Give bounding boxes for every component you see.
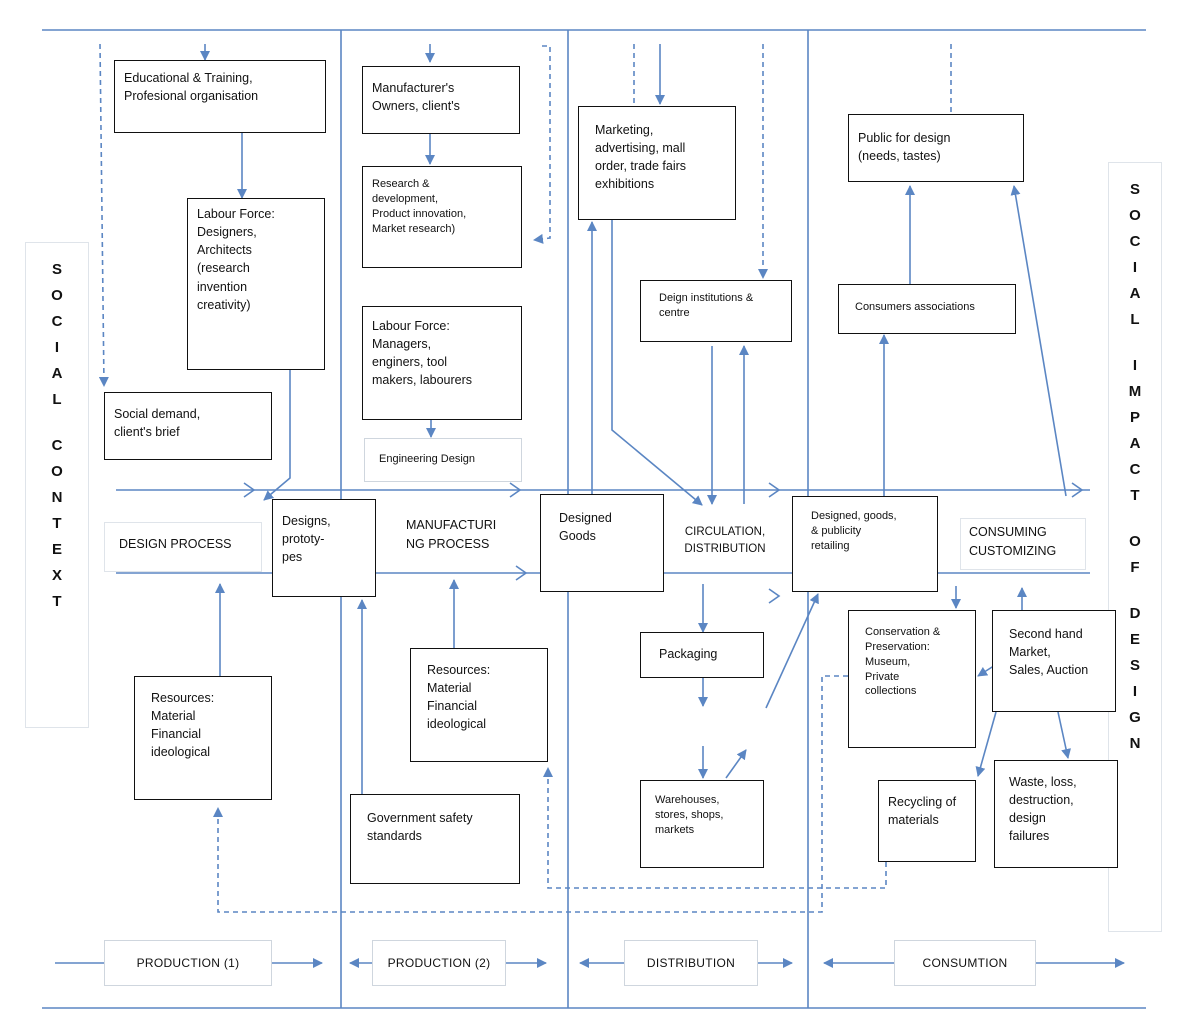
arrow-marketing-to-circulation <box>611 218 703 506</box>
warehouses-box: Warehouses, stores, shops, markets <box>640 780 764 868</box>
side-label-letter: C <box>1129 461 1141 478</box>
band-chevron <box>243 482 256 498</box>
engineering-design-box: Engineering Design <box>364 438 522 482</box>
education-training-box: Educational & Training, Profesional orga… <box>114 60 326 133</box>
side-label-letter: D <box>1129 605 1141 622</box>
side-label-letter: F <box>1130 559 1140 576</box>
design-institutions-box: Deign institutions & centre <box>640 280 792 342</box>
dashed-feedback-to-resources2 <box>543 767 887 889</box>
design-process-stage: DESIGN PROCESS <box>104 522 262 572</box>
social-demand-box: Social demand, client's brief <box>104 392 272 460</box>
dashed-feedback-to-resources1 <box>213 675 848 913</box>
side-label-letter: T <box>52 593 62 610</box>
side-label-letter: X <box>51 567 62 584</box>
band-chevron <box>509 482 522 498</box>
side-label-letter: L <box>52 391 62 408</box>
phase-production-1: PRODUCTION (1) <box>104 940 272 986</box>
designed-goods-retailing-box: Designed, goods, & publicity retailing <box>792 496 938 592</box>
side-label-letter: A <box>1129 285 1141 302</box>
packaging-box: Packaging <box>640 632 764 678</box>
manufacturers-owners-box: Manufacturer's Owners, client's <box>362 66 520 134</box>
band-chevron <box>768 482 781 498</box>
side-label-letter: C <box>1129 233 1141 250</box>
side-label-letter: A <box>1129 435 1141 452</box>
arrow-band-to-public <box>1010 185 1067 497</box>
side-label-letter: C <box>51 437 63 454</box>
side-label-letter: O <box>51 287 63 304</box>
research-development-box: Research & development, Product innovati… <box>362 166 522 268</box>
band-chevron <box>515 565 528 581</box>
side-label-letter: L <box>1130 311 1140 328</box>
dashed-loop-arrow <box>533 45 551 244</box>
dashed-arrow-to-social-demand <box>98 43 109 387</box>
side-label-letter: N <box>1129 735 1141 752</box>
side-label-letter: E <box>51 541 62 558</box>
arrow-second-hand-to-waste <box>1057 711 1071 759</box>
designs-prototypes-box: Designs, prototy- pes <box>272 499 376 597</box>
side-label-letter: I <box>54 339 60 356</box>
side-label-letter: S <box>1129 657 1140 674</box>
side-label-letter: T <box>1130 487 1140 504</box>
waste-loss-box: Waste, loss, destruction, design failure… <box>994 760 1118 868</box>
side-label-letter: I <box>1132 683 1138 700</box>
side-label-letter: O <box>1129 207 1141 224</box>
manufacturing-process-stage: MANUFACTURI NG PROCESS <box>398 512 510 562</box>
side-label-letter: E <box>1129 631 1140 648</box>
phase-distribution: DISTRIBUTION <box>624 940 758 986</box>
arrow-second-hand-to-recycling <box>975 711 997 777</box>
second-hand-market-box: Second hand Market, Sales, Auction <box>992 610 1116 712</box>
consuming-customizing-stage: CONSUMING CUSTOMIZING <box>960 518 1086 570</box>
side-label-letter: T <box>52 515 62 532</box>
band-chevron <box>768 588 781 604</box>
side-label-letter: C <box>51 313 63 330</box>
arrow-warehouses-up <box>725 749 747 779</box>
circulation-distribution-stage: CIRCULATION, DISTRIBUTION <box>670 520 780 572</box>
side-label-letter: G <box>1129 709 1141 726</box>
side-label-letter: P <box>1129 409 1140 426</box>
conservation-preservation-box: Conservation & Preservation: Museum, Pri… <box>848 610 976 748</box>
recycling-materials-box: Recycling of materials <box>878 780 976 862</box>
side-label-letter: S <box>51 261 62 278</box>
labour-force-managers-box: Labour Force: Managers, enginers, tool m… <box>362 306 522 420</box>
side-label-letter: O <box>1129 533 1141 550</box>
arrow-to-retailing <box>765 593 819 709</box>
designed-goods-box: Designed Goods <box>540 494 664 592</box>
side-label-letter: A <box>51 365 63 382</box>
side-label-letter: N <box>51 489 63 506</box>
band-chevron <box>1071 482 1084 498</box>
resources-box-1: Resources: Material Financial ideologica… <box>134 676 272 800</box>
phase-consumption: CONSUMTION <box>894 940 1036 986</box>
side-label-letter: S <box>1129 181 1140 198</box>
labour-force-designers-box: Labour Force: Designers, Architects (res… <box>187 198 325 370</box>
side-label-letter: O <box>51 463 63 480</box>
consumers-associations-box: Consumers associations <box>838 284 1016 334</box>
phase-production-2: PRODUCTION (2) <box>372 940 506 986</box>
marketing-advertising-box: Marketing, advertising, mall order, trad… <box>578 106 736 220</box>
side-label-letter: I <box>1132 259 1138 276</box>
side-label-letter: I <box>1132 357 1138 374</box>
side-label-letter: M <box>1128 383 1142 400</box>
government-safety-box: Government safety standards <box>350 794 520 884</box>
arrow-labour-to-designs <box>263 370 291 501</box>
resources-box-2: Resources: Material Financial ideologica… <box>410 648 548 762</box>
public-for-design-box: Public for design (needs, tastes) <box>848 114 1024 182</box>
